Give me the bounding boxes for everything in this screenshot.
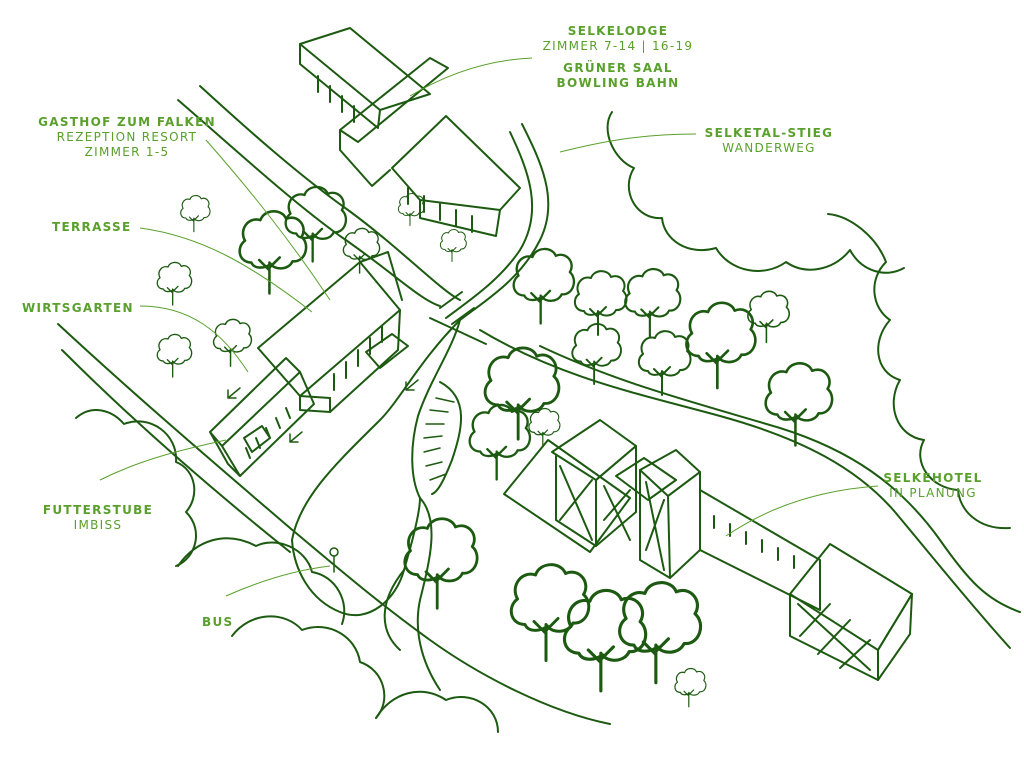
label-futterstube: FUTTERSTUBE IMBISS — [40, 503, 156, 533]
selketal-title: SELKETAL-STIEG — [704, 126, 834, 140]
selkelodge-rooms: ZIMMER 7-14 | 16-19 — [542, 39, 694, 53]
gasthof-rooms: ZIMMER 1-5 — [84, 145, 170, 159]
bus-stop-icon — [329, 547, 339, 573]
bus-title: BUS — [202, 615, 234, 629]
forest-edge — [606, 111, 1011, 530]
label-selkehotel: SELKEHOTEL IN PLANUNG — [878, 471, 988, 501]
bowling-bahn-title: BOWLING BAHN — [556, 76, 680, 90]
label-selkelodge: SELKELODGE ZIMMER 7-14 | 16-19 — [542, 24, 694, 54]
futterstube-sub: IMBISS — [73, 518, 123, 532]
parking-lines — [423, 397, 455, 481]
label-selketal-stieg: SELKETAL-STIEG WANDERWEG — [702, 126, 836, 156]
bridge — [429, 291, 487, 345]
selkelodge-title: SELKELODGE — [567, 24, 669, 38]
selkelodge-building — [299, 27, 521, 237]
river-selke — [479, 329, 1021, 649]
selketal-sub: WANDERWEG — [722, 141, 816, 155]
selkehotel-title: SELKEHOTEL — [883, 471, 983, 485]
roads — [57, 85, 611, 725]
gruener-saal-title: GRÜNER SAAL — [563, 61, 673, 75]
futterstube-title: FUTTERSTUBE — [42, 503, 154, 517]
gasthof-building — [209, 251, 409, 477]
terrasse-title: TERRASSE — [52, 220, 132, 234]
label-terrasse: TERRASSE — [52, 220, 132, 235]
wirtsgarten-title: WIRTSGARTEN — [22, 301, 134, 315]
label-gasthof: GASTHOF ZUM FALKEN REZEPTION RESORT ZIMM… — [36, 115, 218, 160]
shrubs — [75, 409, 499, 733]
label-gruener-saal: GRÜNER SAAL BOWLING BAHN — [546, 61, 690, 91]
entrance-arrows — [227, 379, 419, 443]
selkehotel-building — [503, 419, 913, 681]
leader-lines — [99, 57, 879, 597]
label-wirtsgarten: WIRTSGARTEN — [22, 301, 134, 316]
selkehotel-sub: IN PLANUNG — [889, 486, 977, 500]
label-bus: BUS — [202, 615, 233, 630]
gasthof-title: GASTHOF ZUM FALKEN — [38, 115, 216, 129]
gasthof-reception: REZEPTION RESORT — [56, 130, 198, 144]
